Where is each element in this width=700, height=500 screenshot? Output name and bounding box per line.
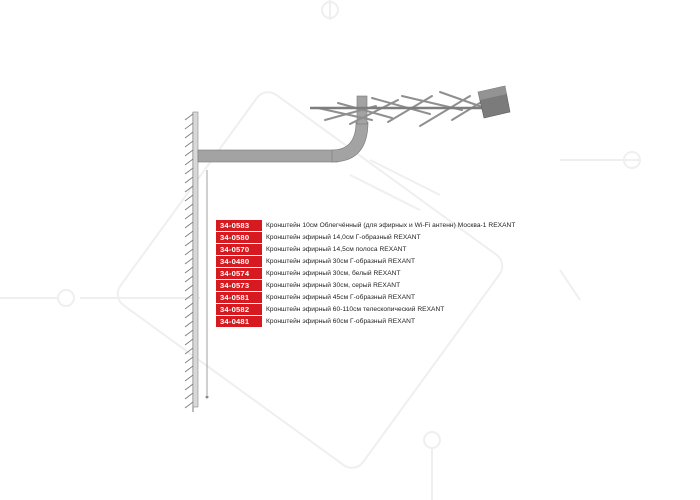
product-description: Кронштейн эфирный 45см Г-образный REXANT	[266, 294, 416, 302]
product-description: Кронштейн эфирный 60-110см телескопическ…	[266, 306, 445, 314]
product-code-badge: 34-0582	[216, 304, 262, 316]
watermark-circle	[321, 1, 339, 19]
product-description: Кронштейн эфирный 30см, белый REXANT	[266, 269, 401, 277]
bracket-arm	[197, 149, 339, 163]
product-code-badge: 34-0573	[216, 280, 262, 292]
hatch-line	[184, 140, 194, 148]
product-code-badge: 34-0583	[216, 219, 262, 231]
product-code-badge: 34-0570	[216, 243, 262, 255]
hatch-line	[184, 158, 194, 166]
product-row: 34-0480 Кронштейн эфирный 30см Г-образный…	[216, 255, 556, 267]
product-row: 34-0570 Кронштейн эфирный 14,5см полоса R…	[216, 243, 556, 255]
hatch-line	[184, 302, 194, 310]
hatch-line	[184, 365, 194, 373]
hatch-line	[184, 212, 194, 220]
hatch-line	[184, 131, 194, 139]
hatch-line	[184, 203, 194, 211]
product-description: Кронштейн эфирный 30см Г-образный REXANT	[266, 257, 416, 265]
product-row: 34-0580 Кронштейн эфирный 14,0см Г-образн…	[216, 231, 556, 243]
hatch-line	[184, 311, 194, 319]
hatch-line	[184, 401, 194, 409]
product-description: Кронштейн 10см Облегчённый (для эфирных …	[266, 221, 516, 229]
product-row: 34-0573 Кронштейн эфирный 30см, серый REX…	[216, 279, 556, 292]
hatch-line	[184, 347, 194, 355]
antenna-head-top	[478, 86, 507, 100]
hatch-line	[184, 257, 194, 265]
hatch-line	[184, 275, 194, 283]
hatch-line	[184, 266, 194, 274]
wall-plate	[192, 111, 199, 408]
hatch-line	[184, 167, 194, 175]
hatch-line	[184, 176, 194, 184]
product-description: Кронштейн эфирный 60см Г-образный REXANT	[266, 318, 416, 326]
product-row: 34-0581 Кронштейн эфирный 45см Г-образный…	[216, 292, 556, 304]
hatch-line	[184, 329, 194, 337]
bracket-elbow	[331, 121, 369, 163]
product-description: Кронштейн эфирный 14,0см Г-образный REXA…	[266, 233, 421, 241]
product-row: 34-0481 Кронштейн эфирный 60см Г-образный…	[216, 316, 556, 328]
product-code-badge: 34-0581	[216, 292, 262, 304]
product-code-badge: 34-0480	[216, 255, 262, 267]
hatch-line	[184, 320, 194, 328]
product-description: Кронштейн эфирный 14,5см полоса REXANT	[266, 245, 407, 253]
hatch-line	[184, 194, 194, 202]
hatch-line	[184, 122, 194, 130]
hatch-line	[184, 113, 194, 121]
product-description: Кронштейн эфирный 30см, серый REXANT	[266, 282, 401, 290]
hatch-line	[184, 374, 194, 382]
hatch-line	[184, 338, 194, 346]
watermark-circle	[623, 151, 641, 169]
product-row: 34-0583 Кронштейн 10см Облегчённый (для э…	[216, 219, 556, 231]
product-code-badge: 34-0574	[216, 267, 262, 279]
hatch-line	[184, 230, 194, 238]
product-code-badge: 34-0580	[216, 231, 262, 243]
watermark-frame	[116, 91, 504, 469]
product-code-list: 34-0583 Кронштейн 10см Облегчённый (для э…	[216, 219, 556, 328]
hatch-line	[184, 356, 194, 364]
hatch-line	[184, 221, 194, 229]
hatch-line	[184, 392, 194, 400]
hatch-line	[184, 149, 194, 157]
hatch-line	[184, 293, 194, 301]
cable-end	[205, 395, 209, 399]
hatch-line	[184, 239, 194, 247]
hatch-line	[184, 284, 194, 292]
antenna-elements	[317, 91, 489, 127]
hatch-line	[184, 248, 194, 256]
product-code-badge: 34-0481	[216, 316, 262, 328]
hatch-line	[184, 383, 194, 391]
product-row: 34-0574 Кронштейн эфирный 30см, белый REX…	[216, 267, 556, 279]
wall-hatch	[184, 112, 194, 412]
hatch-line	[184, 185, 194, 193]
product-row: 34-0582 Кронштейн эфирный 60-110см телеск…	[216, 304, 556, 316]
